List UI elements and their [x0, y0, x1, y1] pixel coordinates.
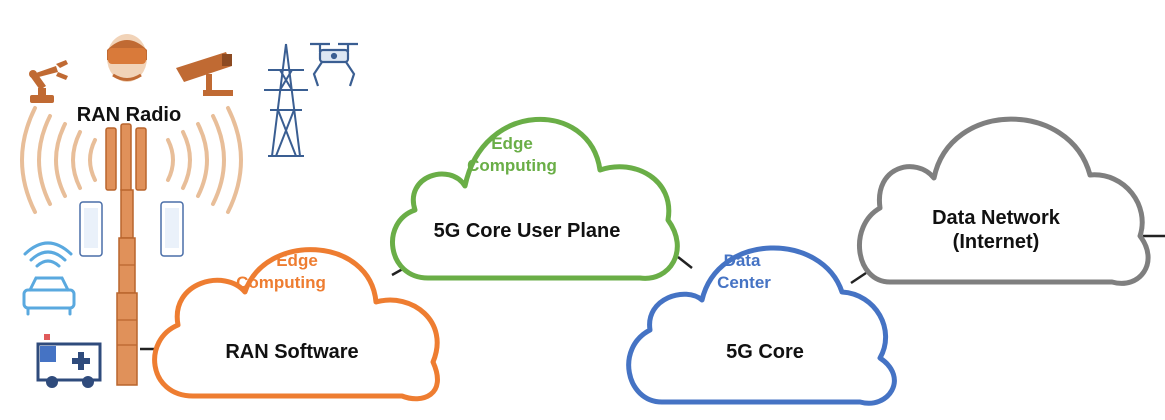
cloud-tag-line1: Data [724, 251, 761, 270]
cloud-shape [857, 116, 1151, 286]
link-core-data-network [850, 271, 867, 285]
ran-radio-label: RAN Radio [77, 104, 181, 126]
cloud-tag-line2: Center [717, 273, 771, 292]
cloud-label-line2: (Internet) [953, 231, 1040, 253]
power-tower-icon [264, 43, 308, 157]
cloud-label: 5G Core User Plane [434, 220, 621, 242]
cloud-tag-line1: Edge [491, 134, 533, 153]
cloud-5g-core: Data Center 5G Core [626, 245, 897, 406]
connected-car-icon [22, 241, 76, 316]
cloud-ran-software: Edge Computing RAN Software [152, 247, 440, 402]
cloud-tag-line2: Computing [467, 156, 557, 175]
cloud-shape [626, 245, 897, 406]
cloud-label-line1: Data Network [932, 207, 1061, 229]
vr-headset-icon [107, 34, 147, 82]
ambulance-icon [36, 334, 102, 388]
robot-arm-icon [29, 60, 68, 103]
cloud-5g-core-user-plane: Edge Computing 5G Core User Plane [390, 116, 680, 281]
cloud-data-network: Data Network (Internet) [857, 116, 1151, 286]
smartphone-icon [160, 201, 184, 257]
link-user-plane-core [677, 256, 693, 269]
cloud-label: 5G Core [726, 341, 804, 363]
cloud-tag-line1: Edge [276, 251, 318, 270]
cloud-tag-line2: Computing [236, 273, 326, 292]
cloud-shape [390, 116, 680, 281]
smartphone-icon [79, 201, 103, 257]
cloud-shape [152, 247, 440, 402]
drone-icon [310, 42, 358, 87]
radio-waves [20, 106, 243, 214]
cloud-label: RAN Software [225, 341, 358, 363]
cell-tower-icon [105, 123, 147, 386]
security-camera-icon [176, 52, 233, 96]
